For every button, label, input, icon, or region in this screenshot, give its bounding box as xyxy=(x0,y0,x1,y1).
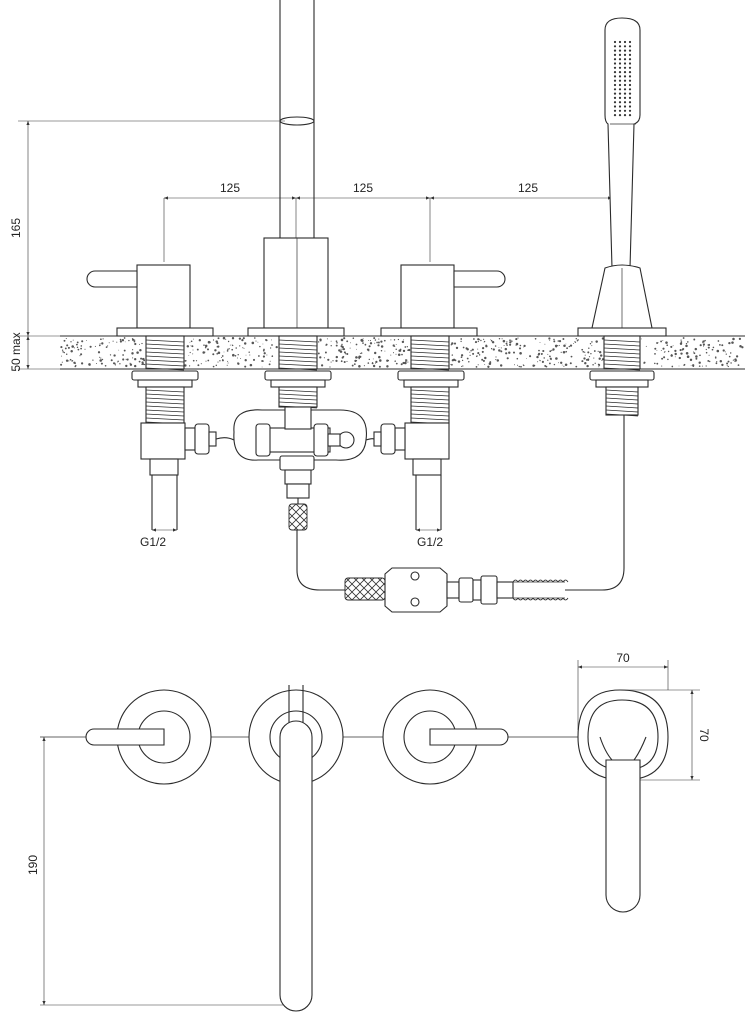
spacing-dimensions: 125 125 125 xyxy=(163,181,613,270)
flexible-hose xyxy=(344,415,625,613)
deck-speckle-pattern xyxy=(60,336,744,368)
hand-shower xyxy=(577,17,667,337)
spout-height-label: 165 xyxy=(9,218,23,238)
outlet-height-label: 190 xyxy=(26,855,40,875)
spout xyxy=(247,0,345,337)
diverter-assembly xyxy=(215,406,375,591)
inlet-left-label: G1/2 xyxy=(140,535,166,549)
plan-view: 190 70 70 xyxy=(26,651,711,1012)
spacing-label-3: 125 xyxy=(518,181,538,195)
escutcheon-depth-label: 70 xyxy=(697,728,711,742)
shower-nozzle-dots xyxy=(613,40,632,117)
hose-corrugation xyxy=(512,579,569,601)
vertical-dimension-group: 165 50 max xyxy=(9,120,285,372)
deck-thickness-label: 50 max xyxy=(9,332,23,371)
escutcheon-width-label: 70 xyxy=(616,651,630,665)
inlet-dimensions: G1/2 G1/2 xyxy=(140,528,443,549)
valve-connectors xyxy=(140,422,450,530)
lock-nuts xyxy=(131,370,655,388)
inlet-right-label: G1/2 xyxy=(417,535,443,549)
spacing-label-1: 125 xyxy=(220,181,240,195)
left-valve xyxy=(86,264,214,337)
spacing-label-2: 125 xyxy=(353,181,373,195)
lower-shanks xyxy=(145,386,639,425)
right-valve xyxy=(380,264,506,337)
threaded-shanks xyxy=(145,335,641,371)
